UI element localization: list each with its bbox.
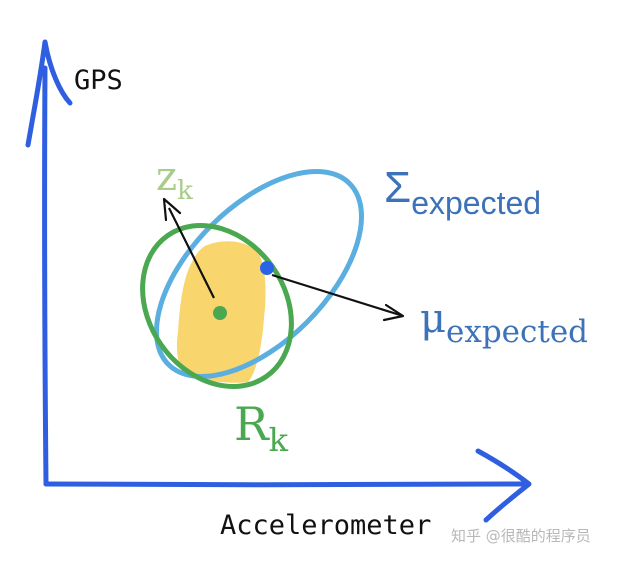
mu-base: μ: [420, 296, 446, 342]
z-k-sub: k: [177, 176, 193, 206]
x-axis-line: [43, 481, 531, 488]
y-axis-label: GPS: [74, 65, 123, 96]
watermark-text: 知乎 @很酷的程序员: [451, 527, 591, 545]
mu-sub: expected: [446, 314, 588, 350]
x-axis-chevron-icon: [475, 448, 532, 523]
y-axis-chevron-icon: [25, 39, 73, 148]
measurement-center-dot: [213, 306, 227, 320]
z-k-label: zk: [156, 154, 193, 206]
measurement-arrowhead-icon: [162, 197, 182, 222]
r-k-label: Rk: [234, 397, 289, 459]
r-k-base: R: [234, 397, 270, 451]
sigma-expected-label: Σexpected: [384, 163, 541, 221]
r-k-sub: k: [269, 421, 289, 459]
y-axis-line: [42, 65, 49, 487]
z-k-base: z: [156, 154, 177, 200]
sigma-base: Σ: [384, 163, 411, 212]
sigma-sub: expected: [411, 185, 541, 221]
expected-mean-dot: [260, 261, 274, 275]
mean-arrow: [271, 273, 405, 322]
x-axis: [43, 448, 532, 523]
y-axis: [25, 39, 73, 487]
mu-expected-label: μexpected: [420, 296, 588, 350]
measurement-arrow: [162, 197, 215, 299]
mean-arrowhead-icon: [382, 303, 405, 322]
x-axis-label: Accelerometer: [220, 510, 431, 541]
